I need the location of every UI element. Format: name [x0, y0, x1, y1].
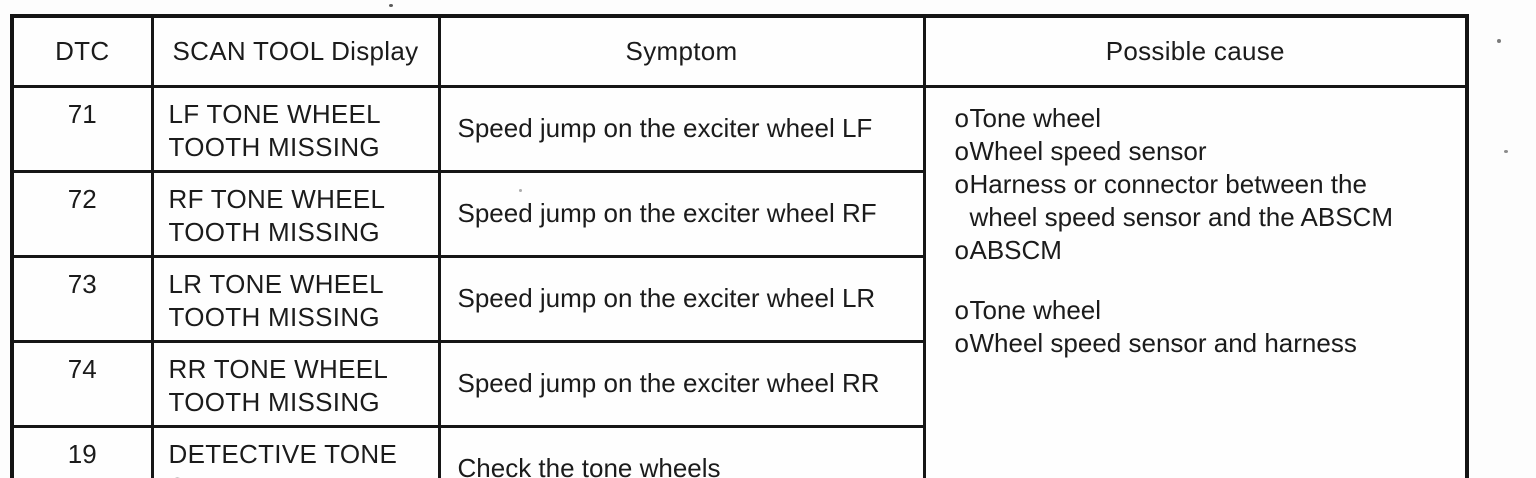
scan-speck [519, 189, 522, 192]
scan-tool-display: RF TONE WHEEL TOOTH MISSING [150, 169, 441, 258]
cause-item-text: Tone wheel [969, 294, 1102, 325]
symptom: Speed jump on the exciter wheel LF [437, 84, 926, 173]
bullet-marker: o [954, 135, 969, 166]
table-header-row: DTC SCAN TOOL Display Symptom Possible c… [10, 14, 1469, 88]
dtc-code: 71 [10, 84, 154, 173]
dtc-code: 72 [10, 169, 154, 258]
column-header-dtc: DTC [10, 14, 154, 88]
dtc-code: 19 [10, 424, 154, 478]
scan-tool-display: DETECTIVE TONE SHEEL [150, 424, 441, 478]
scan-tool-display: LR TONE WHEEL TOOTH MISSING [150, 254, 441, 343]
table-row: 71 LF TONE WHEEL TOOTH MISSING Speed jum… [10, 84, 1469, 478]
cause-item-text: ABSCM [969, 234, 1062, 265]
cause-item: o Harness or connector between the wheel… [926, 168, 1458, 234]
table-row: 73 LR TONE WHEEL TOOTH MISSING Speed jum… [10, 254, 1467, 343]
possible-cause-group-2: o Tone wheel o Wheel speed sensor and ha… [926, 294, 1458, 360]
scan-speck [1497, 39, 1501, 43]
cause-item-text: Wheel speed sensor [969, 135, 1207, 166]
bullet-marker: o [954, 327, 969, 358]
scan-speck [389, 4, 393, 7]
column-header-scan-tool-display: SCAN TOOL Display [150, 14, 441, 88]
cause-item: o Wheel speed sensor and harness [926, 327, 1458, 360]
possible-cause-group-1: o Tone wheel o Wheel speed sensor o Harn… [926, 102, 1458, 267]
symptom: Check the tone wheels [437, 424, 926, 478]
bullet-marker: o [954, 294, 969, 325]
cause-item: o ABSCM [926, 234, 1458, 267]
scan-speck [1504, 150, 1508, 153]
scan-tool-display: LF TONE WHEEL TOOTH MISSING [150, 84, 441, 173]
bullet-marker: o [954, 234, 969, 265]
symptom: Speed jump on the exciter wheel LR [437, 254, 926, 343]
column-header-possible-cause: Possible cause [922, 14, 1469, 88]
cause-item-text: Tone wheel [969, 102, 1102, 133]
cause-item-text: Wheel speed sensor and harness [969, 327, 1357, 358]
bullet-marker: o [954, 102, 969, 133]
table-row: 74 RR TONE WHEEL TOOTH MISSING Speed jum… [10, 339, 1467, 428]
cause-item: o Wheel speed sensor [926, 135, 1458, 168]
symptom: Speed jump on the exciter wheel RR [437, 339, 926, 428]
dtc-code: 73 [10, 254, 154, 343]
cause-item-text: Harness or connector between the wheel s… [969, 168, 1393, 232]
symptom: Speed jump on the exciter wheel RF [437, 169, 926, 258]
bullet-marker: o [954, 168, 969, 199]
table-row: 72 RF TONE WHEEL TOOTH MISSING Speed jum… [10, 169, 1467, 258]
cause-item: o Tone wheel [926, 294, 1458, 327]
scan-tool-display: RR TONE WHEEL TOOTH MISSING [150, 339, 441, 428]
dtc-code: 74 [10, 339, 154, 428]
dtc-table: DTC SCAN TOOL Display Symptom Possible c… [10, 14, 1469, 478]
table-row: 19 DETECTIVE TONE SHEEL Check the tone w… [10, 424, 1467, 478]
cause-item: o Tone wheel [926, 102, 1458, 135]
possible-cause-cell: o Tone wheel o Wheel speed sensor o Harn… [922, 84, 1469, 478]
column-header-symptom: Symptom [437, 14, 926, 88]
